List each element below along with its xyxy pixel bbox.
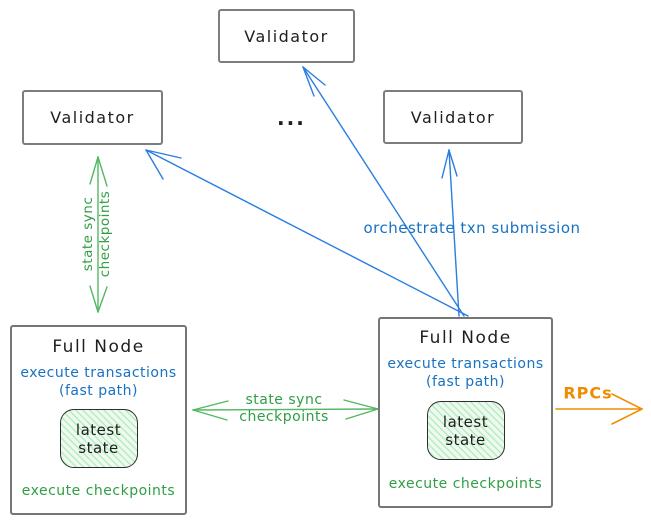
orchestrate-label: orchestrate txn submission <box>363 219 581 237</box>
validator-box-right: Validator <box>383 90 523 144</box>
full-node-right-exec-cp: execute checkpoints <box>388 476 543 492</box>
validator-left-label: Validator <box>50 108 135 127</box>
arrow-orchestrate-to-left-validator <box>145 149 469 317</box>
exec-tx-line: execute transactions <box>387 356 544 372</box>
fast-path-line: (fast path) <box>426 374 505 390</box>
state-sync-line1: state sync <box>80 196 96 272</box>
validator-box-left: Validator <box>22 90 163 145</box>
arrow-orchestrate-to-top-validator <box>302 66 465 317</box>
validator-top-label: Validator <box>244 26 329 46</box>
state-sync-line2: checkpoints <box>97 190 113 278</box>
state-sync-line2: checkpoints <box>239 409 329 425</box>
fast-path-line: (fast path) <box>59 383 138 399</box>
rpcs-label: RPCs <box>563 383 613 403</box>
full-node-box-left: Full Node execute transactions (fast pat… <box>10 325 187 515</box>
latest-state-box-right: latest state <box>426 401 505 460</box>
latest-state-box-left: latest state <box>59 409 138 468</box>
latest-state-line1: latest <box>75 420 122 439</box>
full-node-left-exec-tx: execute transactions (fast path) <box>20 364 176 400</box>
arrow-rpcs <box>555 393 643 425</box>
validator-right-label: Validator <box>410 107 496 127</box>
full-node-right-title: Full Node <box>419 328 512 348</box>
arrow-state-sync-horizontal <box>192 399 379 421</box>
state-sync-horizontal-label: state sync checkpoints <box>239 392 329 426</box>
full-node-left-title: Full Node <box>52 337 145 357</box>
validators-ellipsis: ... <box>277 106 306 130</box>
latest-state-line2: state <box>78 438 119 457</box>
arrow-orchestrate-to-right-validator <box>441 149 460 317</box>
full-node-right-exec-tx: execute transactions (fast path) <box>387 355 543 391</box>
full-node-box-right: Full Node execute transactions (fast pat… <box>378 317 553 508</box>
state-sync-vertical-label: state sync checkpoints <box>80 191 114 278</box>
latest-state-line2: state <box>445 430 486 449</box>
state-sync-line1: state sync <box>245 392 323 408</box>
full-node-left-exec-cp: execute checkpoints <box>21 483 176 499</box>
exec-tx-line: execute transactions <box>20 365 177 381</box>
latest-state-line1: latest <box>442 412 489 431</box>
validator-box-top: Validator <box>218 9 355 63</box>
arrow-state-sync-vertical <box>89 156 108 313</box>
